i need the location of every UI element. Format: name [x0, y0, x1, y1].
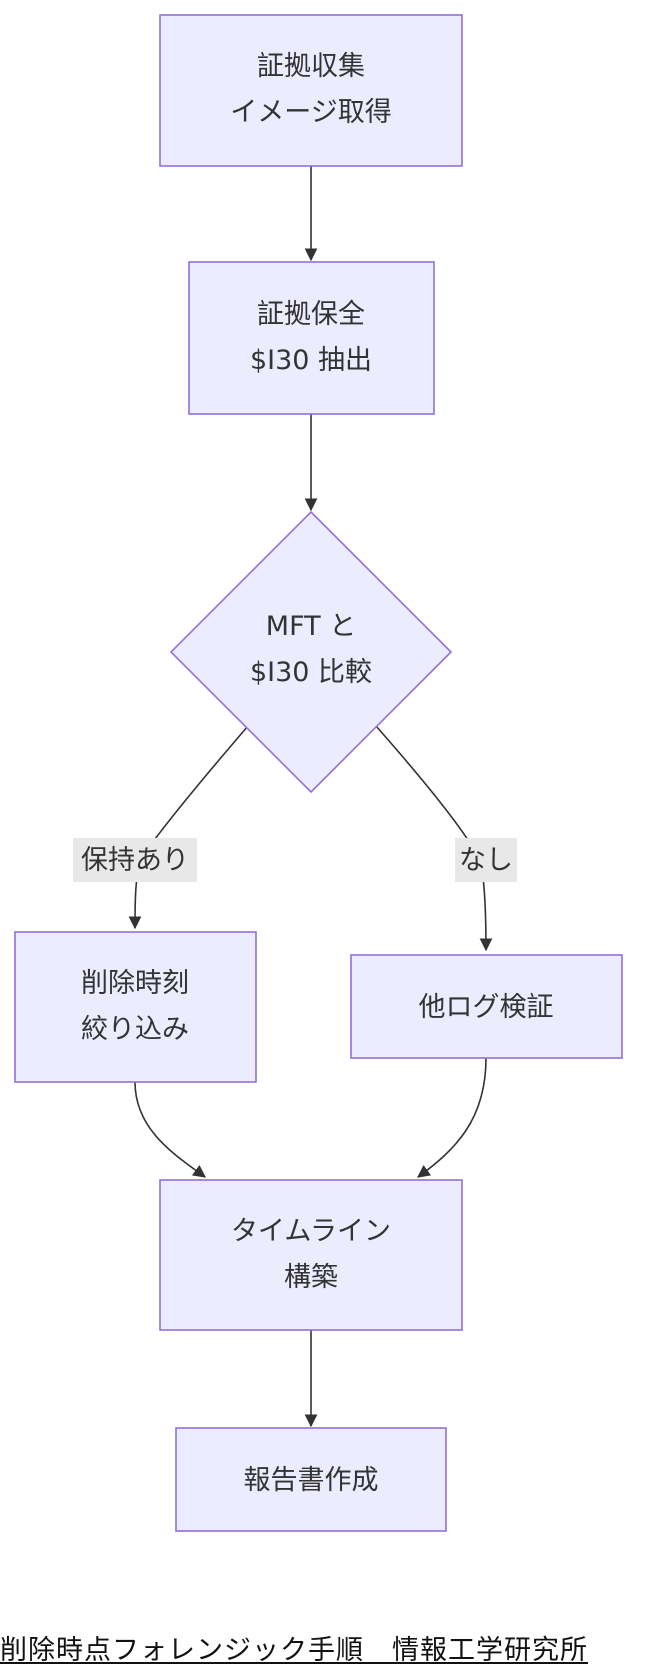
node-timeline-line2: 構築: [284, 1262, 338, 1293]
edge-verify-to-timeline: [416, 1057, 487, 1178]
node-narrow-line1: 削除時刻: [81, 968, 189, 999]
node-evidence-collection-line1: 証拠収集: [257, 51, 365, 82]
edge-label-retained: 保持あり: [73, 838, 197, 882]
footer-org: 情報工学研究所: [392, 1635, 588, 1666]
node-compare-line2: $I30 比較: [250, 657, 372, 688]
node-timeline-line1: タイムライン: [231, 1216, 391, 1247]
node-build-timeline: タイムライン 構築: [159, 1179, 463, 1331]
node-verify-line1: 他ログ検証: [419, 992, 554, 1023]
flowchart: 保持あり なし 証拠収集 イメージ取得 証拠保全 $I30 抽出 MFT と $…: [14, 14, 623, 1532]
node-evidence-collection-line2: イメージ取得: [230, 97, 391, 128]
node-compare-decision: MFT と $I30 比較: [169, 510, 453, 794]
node-evidence-preservation-line2: $I30 抽出: [250, 345, 372, 376]
edge-label-none-text: なし: [459, 845, 513, 876]
edge-label-none: なし: [455, 838, 517, 882]
node-verify-other-logs: 他ログ検証: [350, 954, 623, 1059]
node-evidence-preservation: 証拠保全 $I30 抽出: [188, 261, 435, 415]
edge-label-retained-text: 保持あり: [81, 845, 189, 876]
node-report-line1: 報告書作成: [244, 1465, 379, 1496]
node-evidence-collection: 証拠収集 イメージ取得: [159, 14, 463, 167]
edge-narrow-to-timeline: [134, 1081, 207, 1178]
footer-gap: [364, 1635, 392, 1666]
node-compare-line1: MFT と: [266, 611, 356, 642]
node-create-report: 報告書作成: [175, 1427, 447, 1532]
node-narrow-deletion-time: 削除時刻 絞り込み: [14, 931, 257, 1083]
footer-caption: 削除時点フォレンジック手順 情報工学研究所: [0, 1628, 588, 1667]
edge-compare-to-narrow: [128, 725, 249, 930]
footer-title: 削除時点フォレンジック手順: [0, 1635, 364, 1666]
node-narrow-line2: 絞り込み: [81, 1014, 189, 1045]
node-evidence-preservation-line1: 証拠保全: [257, 299, 365, 330]
